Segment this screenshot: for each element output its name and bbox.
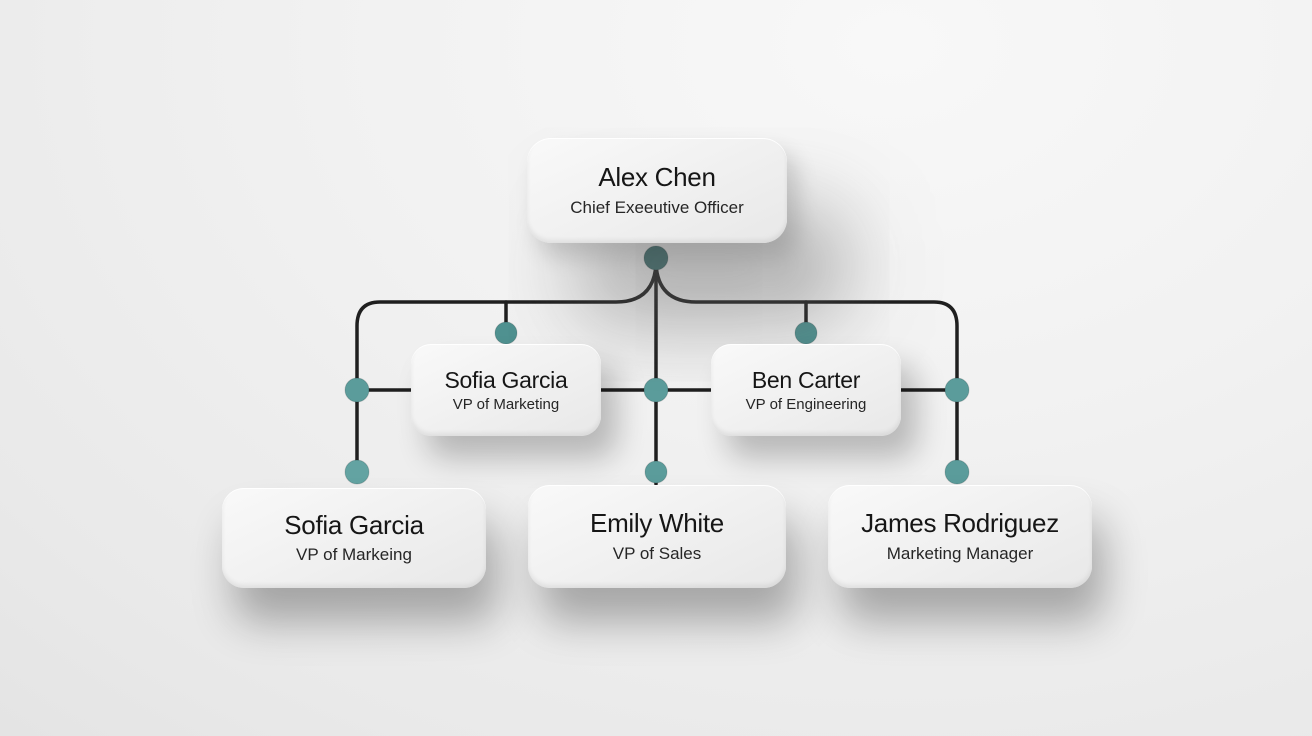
org-node-name: James Rodriguez [861, 508, 1059, 539]
org-node-title: Marketing Manager [886, 543, 1034, 563]
org-node-title: Chief Exeeutive Officer [570, 197, 744, 217]
org-node-vp-marketing: Sofia Garcia VP of Marketing [411, 344, 601, 436]
connector-dot [944, 459, 970, 485]
org-node-name: Sofia Garcia [284, 509, 424, 540]
org-node-title: VP of Engineering [745, 396, 867, 414]
connector-dot [644, 460, 668, 484]
connector-dot [344, 459, 370, 485]
org-node-title: VP of Markeing [296, 545, 412, 565]
org-node-vp-sales: Emily White VP of Sales [528, 485, 786, 588]
org-node-name: Emily White [590, 508, 724, 539]
org-node-name: Alex Chen [598, 162, 716, 193]
org-node-title: VP of Sales [612, 543, 702, 563]
connector-dot [643, 377, 669, 403]
org-node-name: Sofia Garcia [444, 366, 568, 393]
connector-dot [794, 321, 818, 345]
connector-dot [494, 321, 518, 345]
org-node-vp-engineering: Ben Carter VP of Engineering [711, 344, 901, 436]
connector-dot [344, 377, 370, 403]
org-node-vp-markeing: Sofia Garcia VP of Markeing [222, 488, 486, 588]
org-node-ceo: Alex Chen Chief Exeeutive Officer [527, 138, 787, 243]
org-node-title: VP of Marketing [452, 396, 560, 414]
org-node-name: Ben Carter [751, 366, 861, 393]
connector-dot [643, 245, 669, 271]
connector-dot [944, 377, 970, 403]
org-node-marketing-manager: James Rodriguez Marketing Manager [828, 485, 1092, 588]
